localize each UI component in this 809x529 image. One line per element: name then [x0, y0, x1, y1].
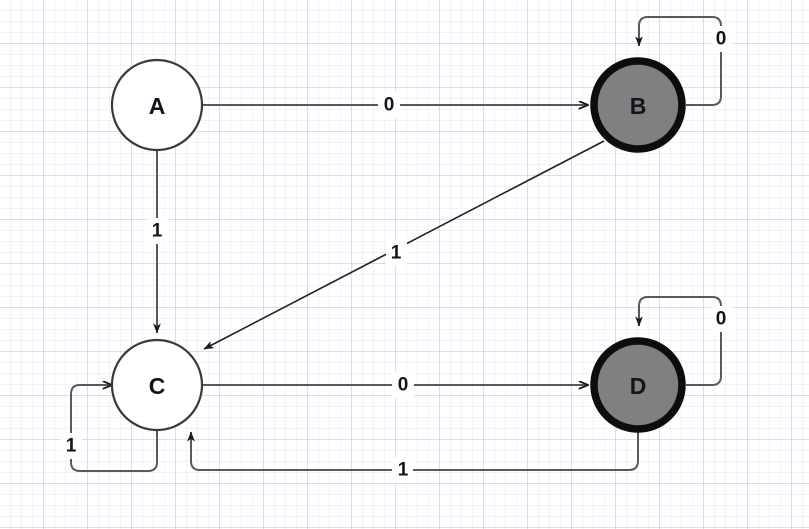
state-node-a-circle — [110, 58, 204, 152]
state-node-d-label: D — [630, 373, 647, 399]
edge-b-to-c-label-bg — [386, 240, 407, 266]
edge-b-to-c[interactable]: 1 — [203, 140, 605, 350]
edge-c-self-loop-label: 1 — [66, 436, 77, 457]
edge-d-self-loop[interactable]: 0 — [635, 296, 733, 386]
edge-c-to-d[interactable]: 0 — [202, 372, 588, 398]
edge-a-to-b-label-bg — [378, 92, 400, 118]
edge-b-self-loop-label: 0 — [716, 29, 727, 50]
state-node-a-label: A — [149, 93, 166, 119]
edge-c-self-loop-label-bg — [61, 433, 82, 459]
edge-d-to-c-label-bg — [392, 457, 413, 483]
edge-b-self-loop-path — [635, 16, 722, 106]
edge-c-self-loop[interactable]: 1 — [61, 385, 158, 472]
state-node-c-circle — [110, 338, 204, 432]
edge-d-to-c-path — [187, 430, 639, 471]
edge-d-self-loop-label: 0 — [716, 309, 727, 330]
state-node-b[interactable]: B — [590, 57, 686, 153]
edge-a-to-b-label: 0 — [384, 95, 395, 116]
edge-a-to-c[interactable]: 1 — [147, 150, 168, 334]
edge-d-to-c[interactable]: 1 — [187, 430, 639, 483]
edge-d-self-loop-path — [635, 296, 722, 386]
edge-d-to-c-label: 1 — [398, 460, 409, 481]
state-node-a[interactable]: A — [110, 58, 204, 152]
edge-b-to-c-label: 1 — [391, 243, 402, 264]
edge-a-to-c-label-bg — [147, 218, 168, 244]
edge-a-to-c-label: 1 — [152, 221, 163, 242]
edge-a-to-b[interactable]: 0 — [202, 92, 588, 118]
state-node-b-label: B — [630, 93, 647, 119]
edge-b-self-loop[interactable]: 0 — [635, 16, 733, 106]
edge-b-self-loop-label-bg — [711, 26, 733, 52]
state-node-c-label: C — [149, 373, 166, 399]
state-node-c[interactable]: C — [110, 338, 204, 432]
edge-c-self-loop-path — [70, 385, 158, 472]
state-node-d-circle — [590, 337, 686, 433]
state-node-b-circle — [590, 57, 686, 153]
edge-c-to-d-label: 0 — [398, 375, 409, 396]
state-node-d[interactable]: D — [590, 337, 686, 433]
edge-c-to-d-label-bg — [392, 372, 414, 398]
edge-d-self-loop-label-bg — [711, 306, 733, 332]
